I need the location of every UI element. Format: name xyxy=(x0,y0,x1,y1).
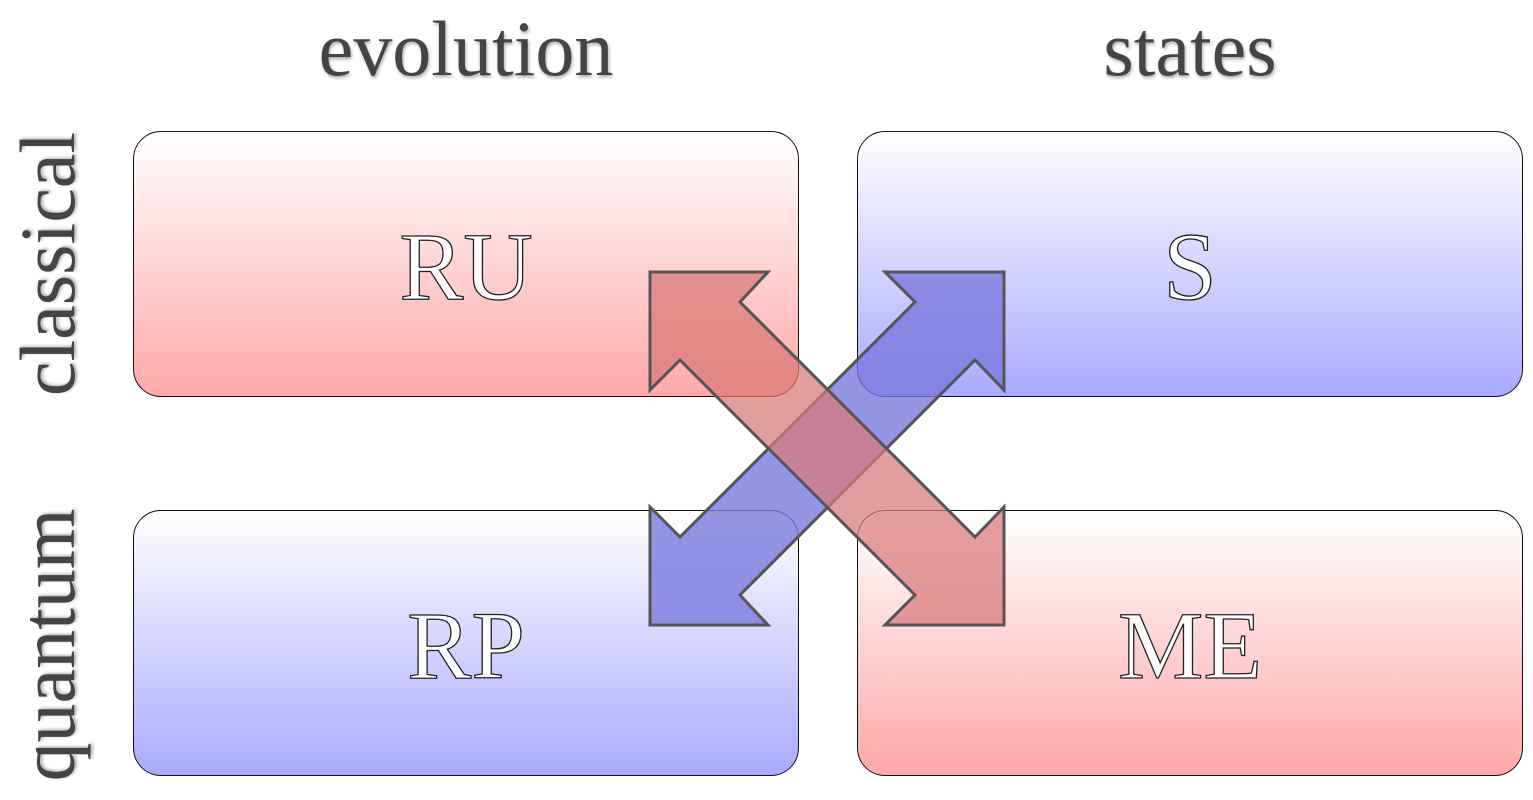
box-bottom-left xyxy=(133,510,799,776)
box-top-right xyxy=(857,131,1523,397)
box-bottom-right xyxy=(857,510,1523,776)
row-header-classical: classical xyxy=(4,131,91,397)
box-top-left xyxy=(133,131,799,397)
row-header-quantum: quantum xyxy=(4,508,91,782)
column-header-evolution: evolution xyxy=(318,5,614,92)
column-header-states: states xyxy=(1103,5,1277,92)
